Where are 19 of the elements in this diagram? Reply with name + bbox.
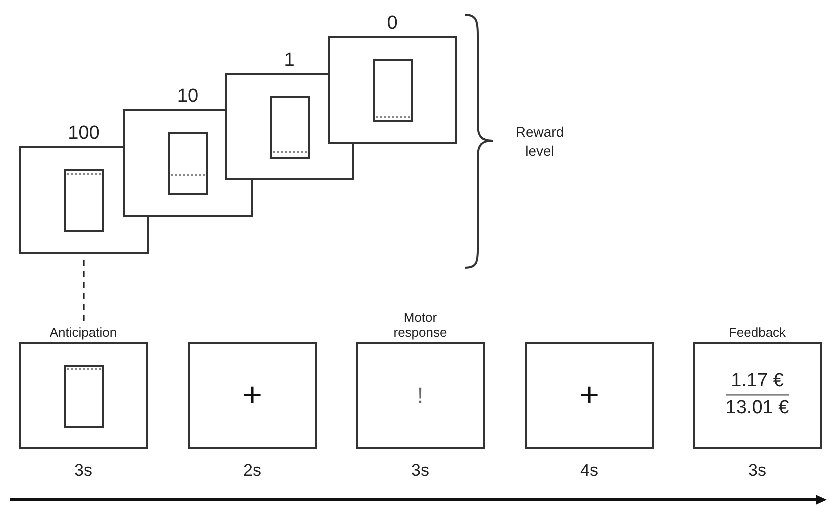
duration-label: 3s [748,461,768,481]
stimulus-symbol: ! [416,382,425,408]
duration-label: 3s [410,461,430,481]
phase-label: Feedback [728,326,788,341]
total-amount: 13.01 € [726,397,790,421]
reward-value: 0 [386,13,399,35]
reward-value: 100 [67,123,101,145]
duration-label: 4s [580,461,600,481]
axis-label: Reward level [514,123,566,161]
reward-value: 10 [176,86,200,108]
stimulus-symbol: + [578,376,600,415]
phase-label: Motor response [392,311,448,341]
reward-value: 1 [283,50,296,72]
duration-label: 3s [74,461,94,481]
stimulus-symbol: + [242,376,264,415]
phase-label: Anticipation [48,326,118,341]
reward-amount: 1.17 € [726,370,790,396]
duration-label: 2s [242,461,262,481]
dashed-connector [83,260,85,324]
